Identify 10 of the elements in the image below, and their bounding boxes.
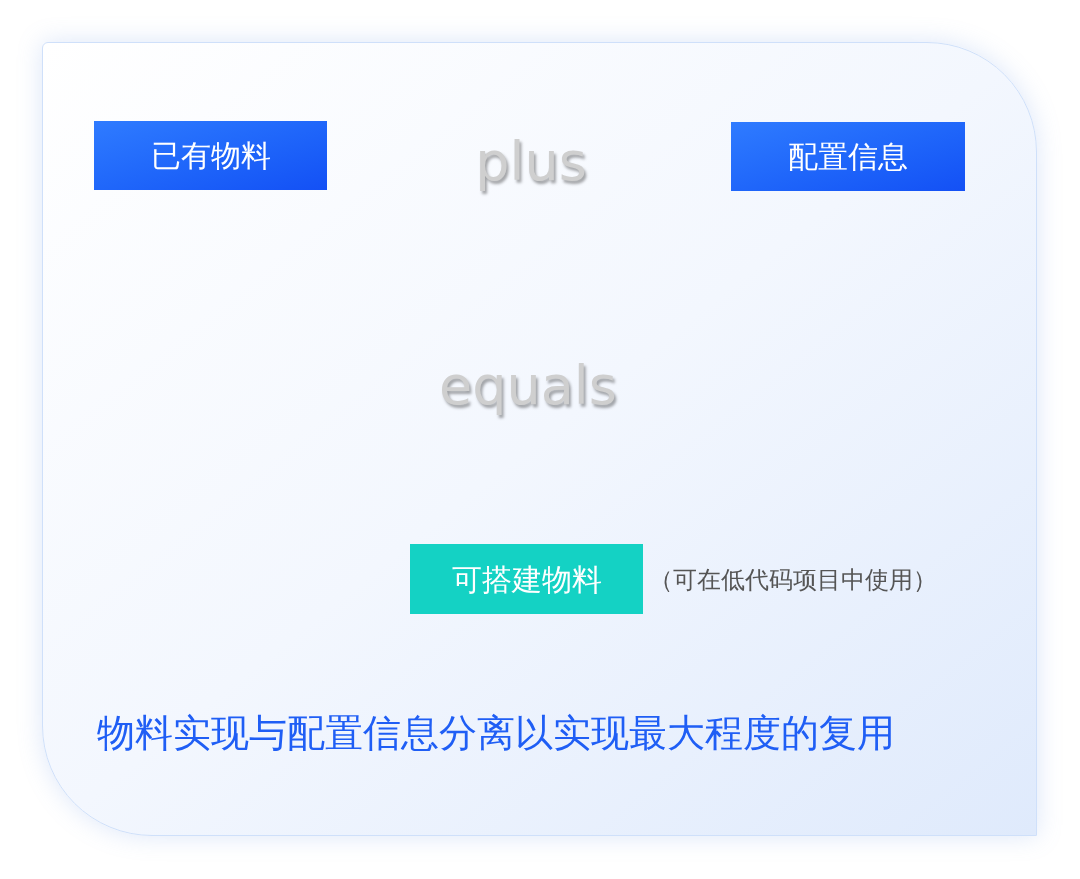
box-label: 已有物料: [150, 138, 271, 174]
caption: 物料实现与配置信息分离以实现最大程度的复用: [97, 711, 895, 756]
box-label: 可搭建物料: [451, 561, 602, 598]
process-box: [731, 122, 965, 191]
note-text: （可在低代码项目中使用）: [649, 565, 937, 595]
process-box: [94, 121, 327, 190]
operator-word: equals: [439, 352, 617, 419]
operator-word: plus: [475, 128, 587, 195]
process-box: [410, 544, 643, 614]
box-label: 配置信息: [788, 139, 908, 175]
